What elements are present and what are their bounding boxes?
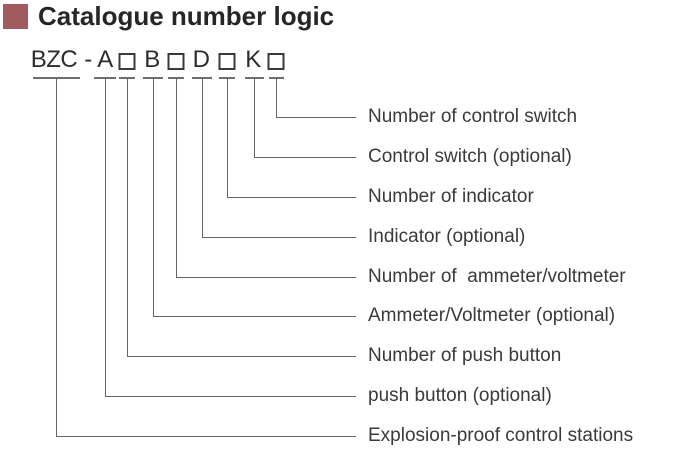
code-placeholder-box xyxy=(267,53,285,70)
legend-label-control-switch-optional: Control switch (optional) xyxy=(368,146,572,167)
connector-push-button-optional xyxy=(105,77,356,397)
legend-label-number-of-ammeter-voltmeter: Number of ammeter/voltmeter xyxy=(368,266,626,287)
connector-explosion-proof-control-stations xyxy=(56,77,356,437)
code-letter-k: K xyxy=(245,46,261,73)
legend-label-number-of-control-switch: Number of control switch xyxy=(368,106,578,127)
code-separator: - xyxy=(84,46,92,73)
code-placeholder-box xyxy=(167,53,185,70)
legend-label-push-button-optional: push button (optional) xyxy=(368,385,552,406)
code-letter-b: B xyxy=(144,46,160,73)
code-letter-a: A xyxy=(97,46,113,73)
page-title: Catalogue number logic xyxy=(38,1,335,31)
connector-number-of-indicator xyxy=(227,77,356,198)
legend-label-explosion-proof-control-stations: Explosion-proof control stations xyxy=(368,425,634,446)
connector-number-of-ammeter-voltmeter xyxy=(176,77,356,278)
code-placeholder-box xyxy=(118,53,136,70)
legend-label-number-of-indicator: Number of indicator xyxy=(368,186,534,207)
legend-label-number-of-push-button: Number of push button xyxy=(368,345,562,366)
connector-control-switch-optional xyxy=(254,77,356,158)
code-prefix: BZC xyxy=(30,46,78,73)
code-letter-d: D xyxy=(192,46,210,73)
code-placeholder-box xyxy=(218,53,236,70)
connector-number-of-push-button xyxy=(127,77,356,357)
legend-label-indicator-optional: Indicator (optional) xyxy=(368,226,526,247)
square-bullet-icon xyxy=(3,4,28,29)
legend-label-ammeter-voltmeter-optional: Ammeter/Voltmeter (optional) xyxy=(368,305,616,326)
connector-number-of-control-switch xyxy=(276,77,356,118)
connector-ammeter-voltmeter-optional xyxy=(153,77,356,317)
connector-indicator-optional xyxy=(202,77,356,238)
